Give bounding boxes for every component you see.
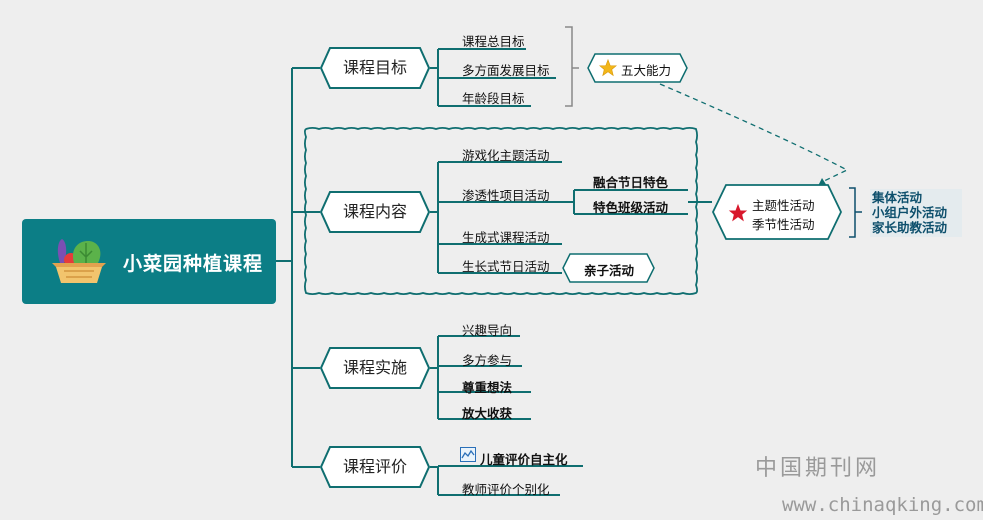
root-node[interactable]: 小菜园种植课程	[22, 219, 276, 304]
star-icon	[599, 59, 617, 77]
evaluation-item[interactable]: 儿童评价自主化	[480, 452, 568, 467]
parent-child-label: 亲子活动	[584, 263, 635, 278]
content-item[interactable]: 渗透性项目活动	[462, 188, 550, 203]
five-abilities-label: 五大能力	[621, 63, 672, 78]
parent-child-callout[interactable]: 亲子活动	[562, 253, 655, 283]
vegetable-basket-icon	[52, 239, 106, 283]
watermark-cn: 中国期刊网	[755, 456, 881, 481]
content-item[interactable]: 生成式课程活动	[462, 230, 550, 245]
activity-type-callout[interactable]: 主题性活动 季节性活动	[712, 184, 842, 240]
goal-item[interactable]: 课程总目标	[462, 34, 525, 49]
implementation-item[interactable]: 放大收获	[462, 406, 513, 421]
side-list-item: 集体活动	[872, 190, 923, 205]
goal-item[interactable]: 年龄段目标	[462, 91, 525, 106]
branch-implementation[interactable]: 课程实施	[320, 347, 430, 389]
implementation-item[interactable]: 多方参与	[462, 353, 513, 368]
evaluation-item[interactable]: 教师评价个别化	[462, 482, 550, 497]
red-star-icon	[728, 203, 748, 222]
content-sub-item[interactable]: 特色班级活动	[593, 200, 669, 215]
implementation-item[interactable]: 兴趣导向	[462, 323, 513, 338]
content-item[interactable]: 游戏化主题活动	[462, 148, 550, 163]
five-abilities-callout[interactable]: 五大能力	[587, 53, 688, 83]
branch-goals[interactable]: 课程目标	[320, 47, 430, 89]
branch-evaluation[interactable]: 课程评价	[320, 446, 430, 488]
side-list: 集体活动 小组户外活动 家长助教活动	[870, 189, 962, 237]
root-title: 小菜园种植课程	[123, 253, 264, 275]
activity-type-item: 季节性活动	[752, 217, 815, 232]
content-sub-item[interactable]: 融合节日特色	[593, 175, 669, 190]
implementation-item[interactable]: 尊重想法	[462, 380, 513, 395]
watermark-url: www.chinaqking.com	[782, 494, 983, 516]
goal-item[interactable]: 多方面发展目标	[462, 63, 550, 78]
branch-content[interactable]: 课程内容	[320, 191, 430, 233]
side-list-item: 小组户外活动	[872, 205, 948, 220]
side-list-item: 家长助教活动	[872, 220, 948, 235]
content-item[interactable]: 生长式节日活动	[462, 259, 550, 274]
chart-icon	[460, 447, 476, 462]
activity-type-item: 主题性活动	[752, 198, 815, 213]
